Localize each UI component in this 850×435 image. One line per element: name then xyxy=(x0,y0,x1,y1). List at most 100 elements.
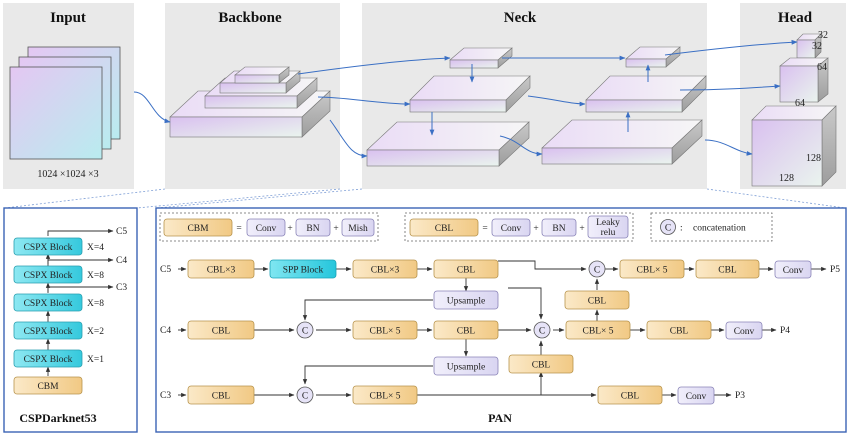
cspx-block-label: CSPX Block xyxy=(24,299,73,309)
pan-p4-conv xyxy=(725,321,763,340)
head-cube-label-2: 32 xyxy=(812,41,822,52)
pan-p3-cbl xyxy=(597,385,663,405)
pan-c5-cblx3-2 xyxy=(352,259,418,279)
cspdarknet-title: CSPDarknet53 xyxy=(19,411,96,425)
zoom-guides xyxy=(4,188,846,209)
pan-c4-cbl-label: CBL xyxy=(212,327,231,337)
head-cube-label-6: 128 xyxy=(779,173,794,184)
pan-concat-p4 xyxy=(533,321,551,339)
cspx-block-label: CSPX Block xyxy=(24,271,73,281)
pan-c4-cbl xyxy=(187,320,255,340)
cspx-block-4 xyxy=(13,321,83,340)
legend-concat-box xyxy=(650,212,773,242)
pan-concat-p5 xyxy=(588,260,606,278)
head-cube-label-3: 64 xyxy=(817,62,827,73)
pan-p4-cbl-label: CBL xyxy=(670,327,689,337)
legend-cbl: CBL xyxy=(435,224,454,234)
pan-upsample-2 xyxy=(433,356,499,376)
pan-output-p3: P3 xyxy=(735,391,745,401)
cspx-block-5 xyxy=(13,349,83,368)
cspx-block-label: CSPX Block xyxy=(24,243,73,253)
csp-output-c5: C5 xyxy=(116,227,127,237)
legend-plus-4: + xyxy=(579,224,584,234)
legend: CBM = Conv + BN + Mish CBL = Conv + BN +… xyxy=(159,212,773,242)
pan-concat-c3-label: C xyxy=(302,392,308,402)
neck-slab-bottom-3 xyxy=(541,119,703,165)
pan-spp-block-label: SPP Block xyxy=(283,266,324,276)
pan-p5-conv-label: Conv xyxy=(783,266,804,276)
cspx-repeat-label: X=2 xyxy=(87,327,104,337)
neck-title: Neck xyxy=(504,10,537,26)
legend-eq-1: = xyxy=(236,224,241,234)
legend-colon: : xyxy=(680,224,683,234)
head-title: Head xyxy=(778,10,813,26)
pan-concat-c4 xyxy=(296,321,314,339)
legend-relu: relu xyxy=(601,228,616,238)
pan-input-c5: C5 xyxy=(160,265,171,275)
pan-upsample-2-label: Upsample xyxy=(447,363,486,373)
neck-slab-bottom-1 xyxy=(625,46,681,68)
pan-p3-conv xyxy=(677,386,715,405)
cspx-repeat-label: X=8 xyxy=(87,271,104,281)
pan-p3-conv-label: Conv xyxy=(686,392,707,402)
pan-p5-cblx5 xyxy=(619,259,685,279)
pan-p5-conv xyxy=(774,260,812,279)
legend-leaky: Leaky xyxy=(596,218,620,228)
pan-input-c3: C3 xyxy=(160,391,171,401)
pan-c3-cbl xyxy=(187,385,255,405)
input-image-stack xyxy=(9,46,121,160)
pan-c4-cbl-2 xyxy=(433,320,499,340)
pan-p4-cblx5-label: CBL× 5 xyxy=(583,327,614,337)
legend-eq-2: = xyxy=(482,224,487,234)
legend-conv-1: Conv xyxy=(256,224,277,234)
pan-concat-c4-label: C xyxy=(302,327,308,337)
pan-p5-cblx5-label: CBL× 5 xyxy=(637,266,668,276)
cspx-block-1 xyxy=(13,237,83,256)
pan-p3-cbl-label: CBL xyxy=(621,392,640,402)
head-cube-medium xyxy=(779,57,829,103)
pan-upsample-1 xyxy=(433,290,499,310)
legend-bn-1: BN xyxy=(306,224,319,234)
legend-concat: concatenation xyxy=(693,224,746,234)
cspx-block-3 xyxy=(13,293,83,312)
pan-c3-cblx5-label: CBL× 5 xyxy=(370,392,401,402)
pan-output-p5: P5 xyxy=(830,265,840,275)
cbm-block xyxy=(13,376,83,395)
pan-c5-cblx3-2-label: CBL×3 xyxy=(371,266,400,276)
pan-output-p4: P4 xyxy=(780,326,790,336)
pan-c3-cbl-label: CBL xyxy=(212,392,231,402)
pan-title: PAN xyxy=(488,411,512,425)
legend-plus-2: + xyxy=(333,224,338,234)
input-title: Input xyxy=(50,10,86,26)
pan-input-c4: C4 xyxy=(160,326,171,336)
neck-slab-top-2 xyxy=(409,75,531,113)
pan-p5-cbl-label: CBL xyxy=(718,266,737,276)
csp-output-c4: C4 xyxy=(116,256,127,266)
legend-plus-1: + xyxy=(287,224,292,234)
legend-cbm: CBM xyxy=(187,224,209,234)
pan-c3-cblx5 xyxy=(352,385,418,405)
cspdarknet-frame xyxy=(3,207,138,433)
cbm-label: CBM xyxy=(37,382,59,392)
pan-p5-down-cbl-label: CBL xyxy=(588,297,607,307)
pan-p4-conv-label: Conv xyxy=(734,327,755,337)
head-cube-label-1: 32 xyxy=(818,30,828,41)
pan-concat-p5-label: C xyxy=(594,266,600,276)
pan-connectors xyxy=(178,260,827,398)
pan-p5-cbl xyxy=(695,259,760,279)
feature-map-slabs xyxy=(169,33,837,187)
pan-c5-cblx3 xyxy=(187,259,255,279)
pan-c4-cbl-2-label: CBL xyxy=(457,327,476,337)
head-cube-label-4: 64 xyxy=(795,98,805,109)
backbone-title: Backbone xyxy=(218,10,282,26)
pan-c5-cbl-label: CBL xyxy=(457,266,476,276)
pan-p4-down-cbl xyxy=(508,354,574,374)
backbone-slab-4 xyxy=(234,66,290,84)
cspx-repeat-label: X=1 xyxy=(87,355,104,365)
head-cube-small xyxy=(796,33,822,59)
pan-p4-down-cbl-label: CBL xyxy=(532,361,551,371)
legend-mish: Mish xyxy=(348,224,368,234)
